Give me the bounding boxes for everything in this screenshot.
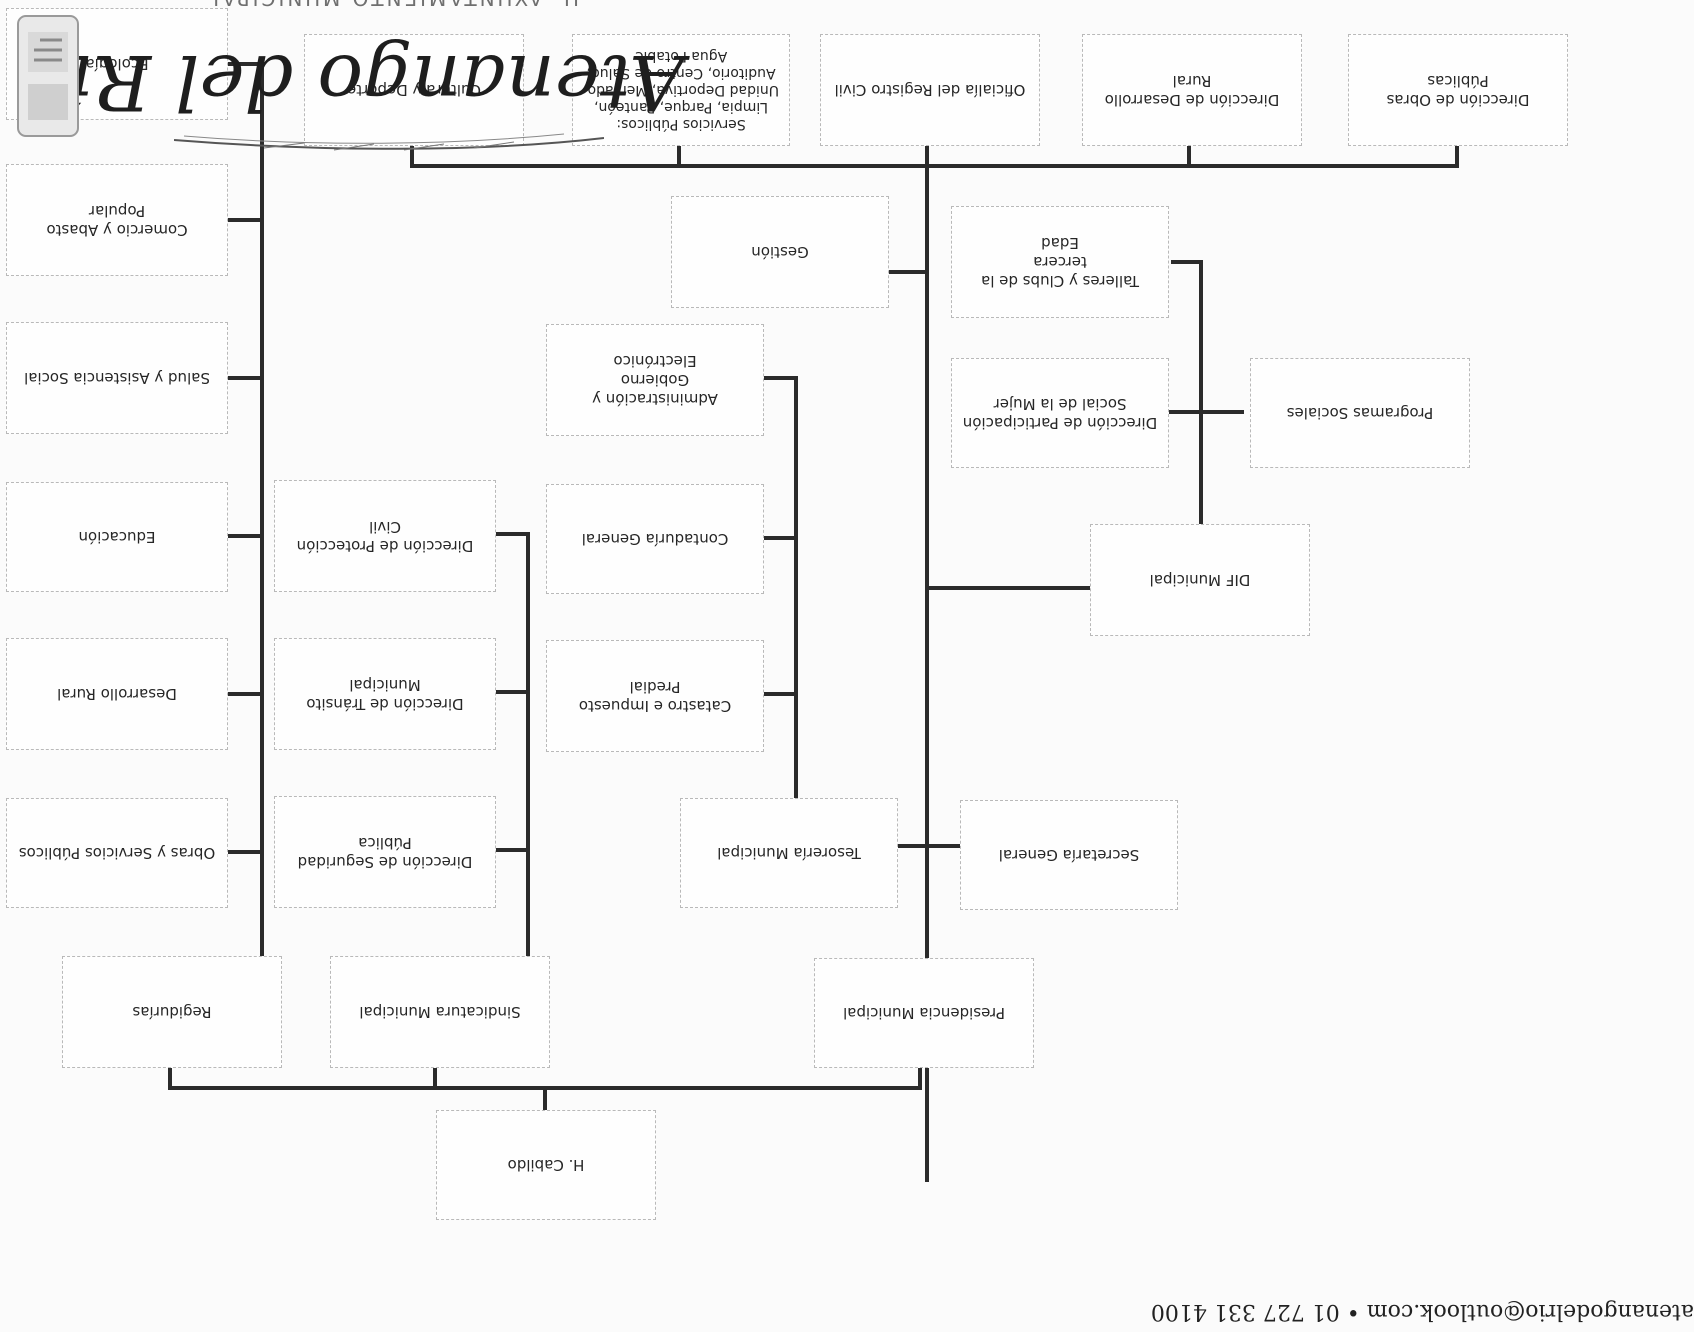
node-oficialia-registro-civil: Oficialía del Registro Civil [820, 34, 1040, 146]
node-secretaria-general: Secretaría General [960, 800, 1178, 910]
node-contaduria-general: Contaduría General [546, 484, 764, 594]
regidurias-drop-line [168, 1068, 172, 1090]
comercio-link-line [228, 218, 264, 222]
obras-servicios-link-line [228, 850, 264, 854]
tesoreria-spine-line [794, 378, 798, 798]
node-dif-municipal: DIF Municipal [1090, 524, 1310, 636]
node-obras-servicios-publicos: Obras y Servicios Públicos [6, 798, 228, 908]
node-regidurias: Regidurías [62, 956, 282, 1068]
node-desarrollo-rural: Desarrollo Rural [6, 638, 228, 750]
node-h-cabildo: H. Cabildo [436, 1110, 656, 1220]
catastro-link-line [764, 692, 798, 696]
gestion-link-line [889, 270, 929, 274]
node-programas-sociales: Programas Sociales [1250, 358, 1470, 468]
educacion-link-line [228, 534, 264, 538]
node-administracion-gobierno-electronico: Administración y Gobierno Electrónico [546, 324, 764, 436]
node-direccion-transito-municipal: Dirección de Tránsito Municipal [274, 638, 496, 750]
servicios-drop-line [677, 146, 681, 168]
node-talleres-clubs-tercera-edad: Talleres y Clubs de la tercera Edad [951, 206, 1169, 318]
node-catastro-impuesto-predial: Catastro e Impuesto Predial [546, 640, 764, 752]
node-sindicatura-municipal: Sindicatura Municipal [330, 956, 550, 1068]
desarrollo-dir-drop-line [1187, 146, 1191, 168]
cabildo-stem-line [543, 1088, 547, 1110]
leaf-swoosh-icon [174, 133, 604, 151]
seguridad-link-line [496, 848, 530, 852]
participacion-link-line [1171, 410, 1203, 414]
node-direccion-obras-publicas: Dirección de Obras Públicas [1348, 34, 1568, 146]
node-participacion-social-mujer: Dirección de Participación Social de la … [951, 358, 1169, 468]
administracion-link-line [764, 376, 798, 380]
node-educacion: Educación [6, 482, 228, 592]
direcciones-bus-line [410, 164, 1459, 168]
node-presidencia-municipal: Presidencia Municipal [814, 958, 1034, 1068]
logo-subtitle: H. AYUNTAMIENTO MUNICIPAL [205, 0, 579, 10]
desarrollo-rural-link-line [228, 692, 264, 696]
contaduria-link-line [764, 536, 798, 540]
talleres-link-line [1171, 260, 1203, 264]
salud-link-line [228, 376, 264, 380]
presidencia-drop-line [918, 1068, 922, 1090]
proteccion-link-line [496, 532, 530, 536]
node-direccion-desarrollo-rural: Dirección de Desarrollo Rural [1082, 34, 1302, 146]
logo-wordmark: Atenango del Río [23, 38, 684, 127]
node-gestion: Gestión [671, 196, 889, 308]
sindicatura-drop-line [433, 1068, 437, 1090]
sindicatura-spine-line [526, 534, 530, 956]
node-salud-asistencia-social: Salud y Asistencia Social [6, 322, 228, 434]
obras-dir-drop-line [1455, 146, 1459, 168]
node-comercio-abasto-popular: Comercio y Abasto Popular [6, 164, 228, 276]
node-direccion-proteccion-civil: Dirección de Protección Civil [274, 480, 496, 592]
node-tesoreria-municipal: Tesorería Municipal [680, 798, 898, 908]
contact-header: atenangodelrio@outlook.com • 01 727 331 … [1150, 1299, 1694, 1324]
registro-drop-line [925, 146, 929, 168]
seal-icon [17, 15, 79, 137]
regidurias-spine-line [260, 64, 264, 956]
transito-link-line [496, 690, 530, 694]
node-direccion-seguridad-publica: Dirección de Seguridad Pública [274, 796, 496, 908]
